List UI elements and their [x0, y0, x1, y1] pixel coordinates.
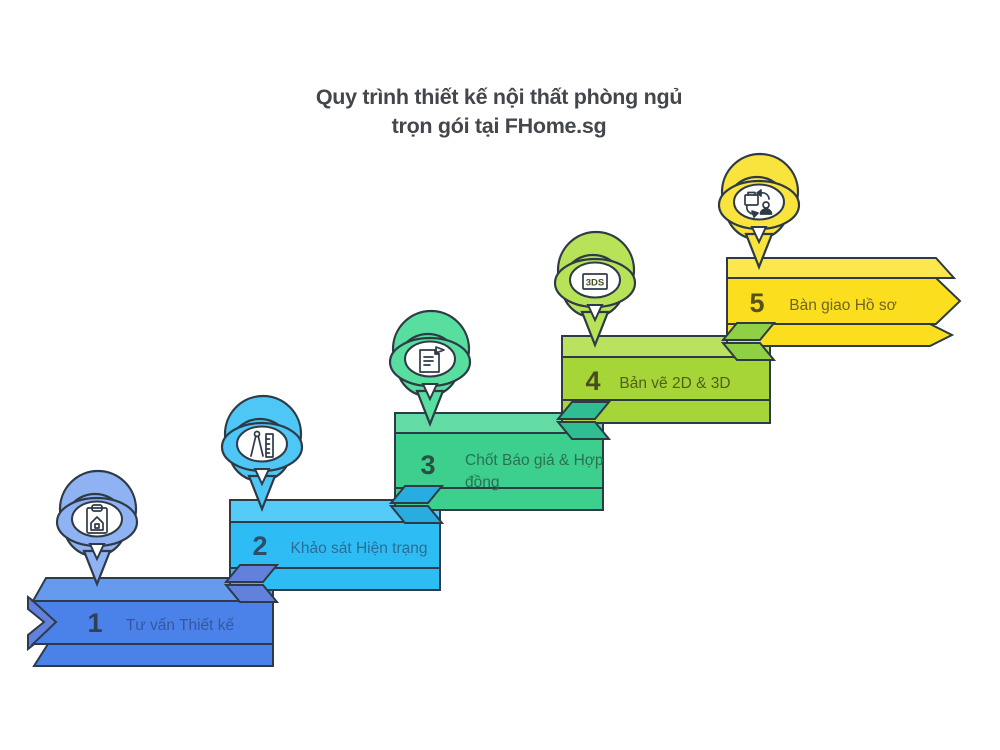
- clipboard-house-icon: [86, 504, 108, 534]
- fold-strip-upper: [223, 564, 280, 583]
- 3ds-box: [582, 273, 608, 290]
- title-line-2: trọn gói tại FHome.sg: [392, 114, 607, 138]
- pin-lens: [71, 500, 123, 538]
- pin-lens: [236, 425, 288, 463]
- pin-tail-notch: [750, 226, 768, 245]
- step-3-number: 3: [420, 450, 435, 480]
- sync-arrow-bottom-head: [751, 210, 759, 218]
- fold-strip-lower: [555, 421, 612, 440]
- fold-step-4-to-5: [720, 322, 777, 361]
- step-1-label: Tư vấn Thiết kế: [126, 617, 235, 634]
- fold-step-3-to-4: [555, 401, 612, 440]
- fold-strip-lower: [388, 505, 445, 524]
- clipboard-body: [86, 507, 108, 534]
- step-1-number: 1: [87, 608, 102, 638]
- paper-fold-corner: [434, 349, 440, 355]
- house-window: [94, 523, 100, 529]
- briefcase-handle: [747, 191, 756, 196]
- ruler: [265, 433, 274, 458]
- step-2-number: 2: [252, 531, 267, 561]
- step-3-label-line-2: đồng: [465, 474, 499, 491]
- step-5-number: 5: [749, 288, 764, 318]
- paper-flag: [435, 346, 445, 354]
- contract-document-icon: [419, 346, 445, 373]
- step-3-label-line-1: Chốt Báo giá & Hợp: [465, 452, 604, 469]
- 3d-software-box-icon: 3DS: [582, 273, 608, 290]
- compass-leg-left: [250, 435, 257, 457]
- house-shape: [90, 516, 104, 531]
- briefcase-body: [744, 194, 759, 206]
- paper: [419, 349, 440, 373]
- step-4-label: Bản vẽ 2D & 3D: [619, 375, 730, 392]
- pin-tail-notch: [253, 468, 271, 487]
- step-2-label: Khảo sát Hiện trạng: [290, 540, 427, 557]
- sync-arrow-top-head: [756, 189, 762, 197]
- step-1-pin-marker: [55, 469, 139, 588]
- title-line-1: Quy trình thiết kế nội thất phòng ngủ: [316, 85, 682, 109]
- fold-strip-upper: [555, 401, 612, 420]
- compass-leg-right: [257, 435, 264, 457]
- fold-step-2-to-3: [388, 485, 445, 524]
- 3ds-label: 3DS: [586, 278, 604, 289]
- pin-tail-notch: [586, 304, 604, 323]
- pin-lens: [733, 183, 785, 221]
- clipboard-clip: [91, 504, 103, 512]
- pin-tail-notch: [421, 383, 439, 402]
- step-4-number: 4: [585, 366, 600, 396]
- person-head: [762, 201, 770, 209]
- fold-step-1-to-2: [223, 564, 280, 603]
- step-5-ribbon-top-band: [726, 257, 957, 279]
- pin-tail-notch: [88, 543, 106, 562]
- diagram-root: Quy trình thiết kế nội thất phòng ngủ tr…: [27, 85, 962, 667]
- step-1-ribbon-bottom-band: [32, 643, 274, 667]
- paper-lines: [423, 356, 434, 366]
- fold-strip-lower: [720, 342, 777, 361]
- fold-strip-upper: [720, 322, 777, 341]
- step-5-ribbon-main-band: [726, 277, 962, 325]
- step-4-pin-marker: 3DS: [553, 230, 637, 349]
- ruler-ticks: [265, 438, 271, 454]
- fold-strip-upper: [388, 485, 445, 504]
- handover-briefcase-icon: [744, 189, 773, 218]
- step-5-pin-marker: [717, 152, 801, 271]
- compass-hinge: [253, 430, 261, 438]
- fold-strip-lower: [223, 584, 280, 603]
- drafting-compass-ruler-icon: [250, 430, 274, 458]
- step-3-pin-marker: [388, 309, 472, 428]
- step-2-pin-marker: [220, 394, 304, 513]
- step-5-label: Bàn giao Hồ sơ: [789, 297, 897, 314]
- person-body: [759, 208, 773, 215]
